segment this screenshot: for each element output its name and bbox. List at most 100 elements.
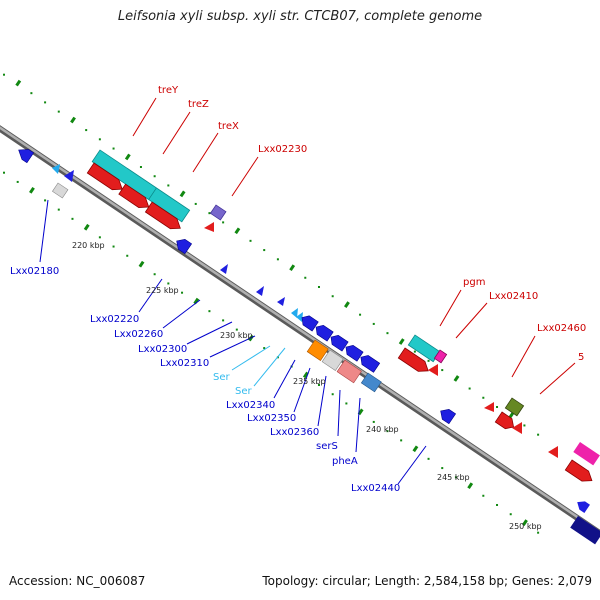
gene-lxx02230[interactable]	[209, 204, 227, 221]
gene-feature[interactable]	[574, 498, 590, 513]
minor-tick	[181, 291, 184, 294]
minor-tick	[537, 433, 540, 436]
gene-feature-cluster[interactable]	[299, 313, 381, 373]
minor-tick	[222, 221, 225, 224]
minor-tick	[167, 184, 170, 187]
label-lxx02220: Lxx02220	[90, 314, 139, 325]
tick-label-245: 245 kbp	[437, 473, 470, 482]
minor-tick	[413, 350, 416, 353]
gene-feature[interactable]	[256, 286, 264, 296]
minor-tick	[331, 393, 334, 396]
gene-feature[interactable]	[484, 402, 494, 412]
gene-feature[interactable]	[277, 297, 285, 306]
major-tick	[15, 79, 22, 87]
gene-feature-orange[interactable]	[306, 339, 362, 384]
label-treX: treX	[218, 121, 239, 132]
gene-feature[interactable]	[220, 264, 228, 274]
minor-tick	[372, 420, 375, 423]
gene-feature[interactable]	[548, 446, 558, 458]
gene-feature[interactable]	[92, 0, 110, 7]
major-tick	[179, 190, 186, 198]
minor-tick	[3, 171, 5, 174]
minor-tick	[263, 249, 266, 252]
label-lxx02310: Lxx02310	[160, 358, 209, 369]
major-tick	[344, 301, 350, 308]
minor-tick	[194, 202, 197, 205]
label-pgm: pgm	[463, 277, 485, 288]
minor-tick	[345, 402, 348, 405]
label-lxx02340: Lxx02340	[226, 400, 275, 411]
gene-feature[interactable]	[360, 372, 382, 393]
minor-tick	[317, 285, 320, 288]
minor-tick	[427, 359, 430, 362]
gene-feature[interactable]	[494, 411, 517, 432]
major-tick	[398, 338, 405, 345]
major-tick	[302, 371, 309, 379]
minor-tick	[441, 369, 444, 372]
minor-tick	[208, 212, 211, 215]
gene-feature[interactable]	[512, 422, 522, 434]
major-tick	[467, 482, 474, 490]
label-lxx02360: Lxx02360	[270, 427, 319, 438]
gene-feature[interactable]	[204, 222, 214, 232]
map-title: Leifsonia xyli subsp. xyli str. CTCB07, …	[117, 9, 483, 24]
major-tick	[70, 116, 76, 124]
minor-tick	[496, 503, 499, 506]
label-ser-1: Ser	[213, 372, 231, 383]
minor-tick	[153, 175, 156, 178]
label-treZ: treZ	[188, 99, 209, 110]
tick-label-250: 250 kbp	[509, 522, 542, 531]
minor-tick	[126, 254, 129, 257]
gene-feature[interactable]	[397, 347, 431, 376]
minor-tick	[112, 245, 115, 248]
gene-lxx02440[interactable]	[437, 406, 457, 425]
minor-tick	[482, 396, 485, 399]
gene-feature[interactable]	[15, 145, 35, 164]
minor-tick	[44, 101, 47, 104]
major-tick	[522, 519, 528, 526]
minor-tick	[235, 328, 238, 331]
label-treY: treY	[158, 85, 179, 96]
major-tick	[83, 223, 90, 231]
gene-feature[interactable]	[573, 442, 600, 466]
minor-tick	[222, 319, 225, 322]
gene-feature[interactable]	[64, 170, 74, 182]
label-5: 5	[578, 352, 584, 363]
minor-tick	[331, 295, 334, 298]
minor-tick	[482, 494, 485, 497]
gene-feature[interactable]	[564, 459, 595, 486]
minor-tick	[85, 129, 88, 132]
gene-feature[interactable]	[291, 308, 298, 318]
gene-lxx02180[interactable]	[52, 182, 69, 199]
minor-tick	[71, 217, 74, 220]
gene-feature[interactable]	[173, 236, 193, 255]
minor-tick	[509, 513, 512, 516]
gene-lxx02460[interactable]	[504, 397, 525, 417]
label-serS: serS	[316, 441, 338, 452]
label-lxx02180: Lxx02180	[10, 266, 59, 277]
gene-tre-red[interactable]	[86, 162, 183, 233]
minor-tick	[372, 322, 375, 325]
minor-tick	[3, 73, 5, 76]
minor-tick	[386, 430, 389, 433]
minor-tick	[523, 424, 526, 427]
tick-label-220: 220 kbp	[72, 241, 105, 250]
gene-feature[interactable]	[52, 164, 60, 174]
minor-tick	[249, 239, 252, 242]
minor-tick	[30, 92, 33, 95]
major-tick	[289, 264, 296, 272]
major-tick	[138, 260, 145, 268]
minor-tick	[153, 273, 156, 276]
label-ser-2: Ser	[235, 386, 253, 397]
label-lxx02440: Lxx02440	[351, 483, 400, 494]
minor-tick	[454, 476, 457, 479]
major-tick	[193, 297, 200, 305]
gene-feature[interactable]	[428, 364, 438, 376]
minor-tick	[359, 313, 362, 316]
gene-feature[interactable]	[296, 312, 303, 322]
minor-tick	[139, 166, 142, 169]
gene-lxx02410[interactable]	[433, 349, 448, 364]
gene-feature[interactable]	[570, 516, 600, 545]
label-lxx02230: Lxx02230	[258, 144, 307, 155]
